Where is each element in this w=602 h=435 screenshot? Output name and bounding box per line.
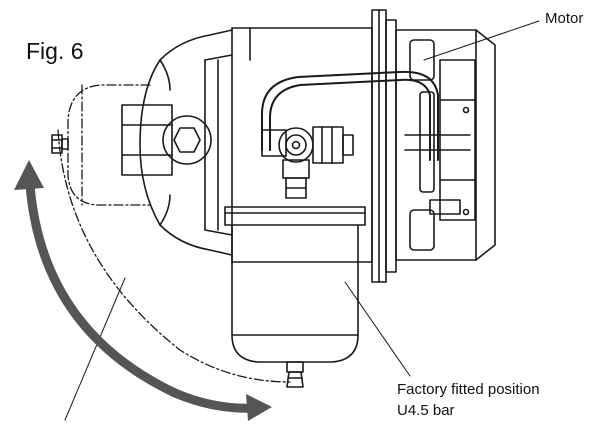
factory-position-callout: Factory fitted position (397, 381, 540, 398)
motor-flange (371, 9, 397, 283)
motor-body (395, 29, 496, 261)
motor-callout: Motor (545, 10, 584, 27)
position-leader-line (344, 281, 411, 377)
figure-label: Fig. 6 (26, 38, 84, 64)
alternate-position-leader-line (64, 277, 126, 421)
pressure-switch (261, 126, 354, 199)
drain-plug (286, 361, 304, 388)
pressure-tube (261, 70, 439, 161)
alternate-position-outline (57, 84, 291, 383)
filter-bowl (224, 206, 366, 363)
alternate-drain-plug (51, 134, 69, 154)
motor-leader-line (423, 20, 540, 61)
hex-plug (121, 104, 212, 176)
rotation-arrow-icon (14, 160, 272, 421)
pressure-setting-callout: U4.5 bar (397, 402, 455, 419)
pump-housing (139, 27, 373, 263)
